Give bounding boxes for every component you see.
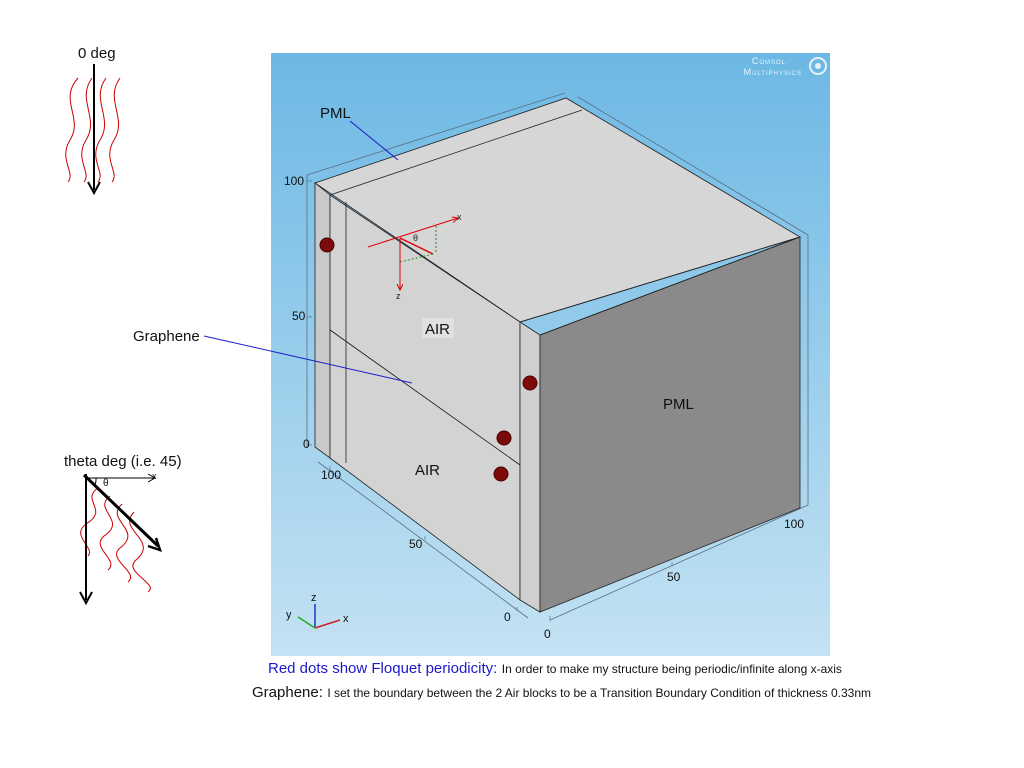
watermark-line1: Comsol	[752, 56, 786, 66]
tick-vertical-100: 100	[284, 174, 304, 188]
x-axis-arrow-icon: x	[86, 471, 157, 483]
air-top-label: AIR	[425, 321, 450, 338]
inset-theta-label: θ	[413, 233, 418, 243]
model-viewport[interactable]: Comsol Multiphysics	[203, 53, 830, 656]
tick-depth-100: 100	[321, 468, 341, 482]
floquet-dot	[496, 430, 512, 446]
floquet-caption: Red dots show Floquet periodicity: In or…	[268, 660, 842, 678]
bounding-box-lines	[306, 92, 809, 621]
theta-arc	[93, 477, 97, 487]
graphene-label: Graphene	[133, 328, 200, 345]
floquet-caption-title: Red dots show Floquet periodicity:	[268, 660, 498, 677]
floquet-caption-text: In order to make my structure being peri…	[501, 662, 842, 676]
theta-symbol: θ	[103, 478, 109, 489]
air-bottom-label: AIR	[415, 462, 440, 479]
watermark-line2: Multiphysics	[744, 67, 802, 77]
oblique-arrow-icon	[82, 473, 162, 552]
floquet-dot	[319, 237, 335, 253]
tick-width-100: 100	[784, 517, 804, 531]
triad-z-label: z	[311, 592, 317, 604]
zero-deg-label: 0 deg	[78, 45, 116, 62]
graphene-caption-title: Graphene:	[252, 684, 323, 701]
down-arrow-icon	[87, 64, 101, 196]
air-top-label-bg	[422, 318, 454, 338]
pml-top-label: PML	[320, 105, 351, 122]
tick-depth-0: 0	[504, 610, 511, 624]
tick-vertical-50: 50	[292, 309, 306, 323]
axis-tick-labels: 100 50 0 100 50 0 0 50 100	[284, 174, 804, 641]
inset-z-label: z	[396, 291, 401, 301]
front-right-edge-strip	[519, 321, 541, 613]
triad-x-label: x	[343, 613, 349, 625]
inset-x-label: x	[457, 212, 462, 222]
pml-front-layer[interactable]	[314, 182, 331, 459]
floquet-dot	[493, 466, 509, 482]
tick-vertical-0: 0	[303, 437, 310, 451]
tick-width-50: 50	[667, 570, 681, 584]
tick-width-0: 0	[544, 627, 551, 641]
comsol-logo-icon	[809, 57, 827, 75]
triad-y-label: y	[286, 609, 292, 621]
graphene-caption-text: I set the boundary between the 2 Air blo…	[327, 686, 872, 700]
floquet-dots	[319, 237, 538, 482]
incidence-angle-sketch: x z θ	[367, 212, 462, 301]
pml-leader-line	[349, 120, 399, 161]
pml-top-strip-lines	[329, 109, 801, 463]
theta-label: theta deg (i.e. 45)	[64, 453, 182, 470]
pml-right-label: PML	[663, 396, 694, 413]
floquet-dot	[522, 375, 538, 391]
theta-deg-illustration: theta deg (i.e. 45) x θ	[64, 453, 182, 606]
coordinate-triad-icon: z x y	[286, 592, 349, 629]
graphene-caption: Graphene: I set the boundary between the…	[252, 684, 871, 702]
graphene-leader-line	[203, 335, 413, 384]
x-label: x	[152, 471, 157, 481]
incident-wave-icon	[65, 77, 121, 183]
tick-depth-50: 50	[409, 537, 423, 551]
zero-deg-illustration: 0 deg	[65, 45, 121, 196]
down-arrow-icon	[79, 474, 93, 606]
